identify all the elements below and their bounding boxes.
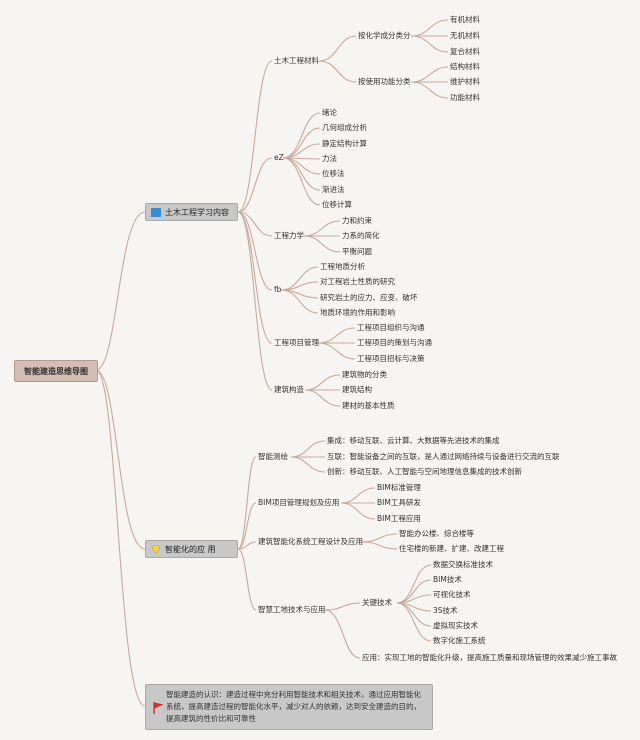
- leaf-item[interactable]: 数字化施工系统: [433, 636, 486, 645]
- leaf-item[interactable]: 无机材料: [450, 31, 480, 40]
- branch-project-mgmt[interactable]: 工程项目管理: [274, 338, 319, 347]
- leaf-item[interactable]: 可视化技术: [433, 590, 471, 599]
- branch-ez[interactable]: eZ: [274, 153, 284, 162]
- leaf-item[interactable]: 建筑结构: [342, 385, 372, 394]
- leaf-item[interactable]: 数据交换标准技术: [433, 560, 493, 569]
- blue-flag-icon: [151, 207, 161, 217]
- leaf-item[interactable]: 几何组成分析: [322, 123, 367, 132]
- leaf-item[interactable]: 地质环境的作用和影响: [320, 308, 395, 317]
- root-topic[interactable]: 智能建造思维导图: [14, 360, 98, 382]
- leaf-item[interactable]: 智能办公楼、综合楼等: [399, 529, 474, 538]
- leaf-item[interactable]: 工程项目组织与沟通: [357, 323, 425, 332]
- leaf-item[interactable]: 平衡问题: [342, 247, 372, 256]
- branch-bim[interactable]: BIM项目管理规划及应用: [258, 498, 340, 507]
- leaf-item[interactable]: 位移计算: [322, 200, 352, 209]
- leaf-item[interactable]: BIM工具研发: [377, 498, 421, 507]
- topic-smart-application[interactable]: 智能化的应 用: [145, 540, 238, 558]
- leaf-item[interactable]: 结构材料: [450, 62, 480, 71]
- leaf-item[interactable]: 对工程岩土性质的研究: [320, 277, 395, 286]
- red-flag-icon: [153, 702, 164, 714]
- topic-civil-label: 土木工程学习内容: [165, 207, 229, 217]
- leaf-item[interactable]: 建材的基本性质: [342, 401, 395, 410]
- leaf-item[interactable]: 工程项目招标与决策: [357, 354, 425, 363]
- leaf-item[interactable]: BIM标准管理: [377, 483, 421, 492]
- leaf-item[interactable]: BIM技术: [433, 575, 462, 584]
- branch-fb[interactable]: fb: [274, 285, 282, 294]
- leaf-item[interactable]: 建筑物的分类: [342, 370, 387, 379]
- yellow-diamond-icon: [151, 544, 161, 554]
- topic-summary[interactable]: 智能建造的认识：建造过程中充分利用智能技术和相关技术，通过应用智能化系统，提高建…: [145, 684, 433, 730]
- branch-construction[interactable]: 建筑构造: [274, 385, 304, 394]
- leaf-item[interactable]: 3S技术: [433, 606, 458, 615]
- branch-by-func[interactable]: 按使用功能分类: [358, 77, 411, 86]
- leaf-item[interactable]: 虚拟现实技术: [433, 621, 478, 630]
- leaf-item[interactable]: 位移法: [322, 169, 345, 178]
- branch-materials[interactable]: 土木工程材料: [274, 56, 319, 65]
- leaf-item[interactable]: 住宅楼的新建、扩建、改建工程: [399, 544, 504, 553]
- branch-key-tech[interactable]: 关键技术: [362, 598, 392, 607]
- leaf-item[interactable]: 力和约束: [342, 216, 372, 225]
- branch-smart-survey[interactable]: 智能测绘: [258, 452, 288, 461]
- leaf-item[interactable]: 力法: [322, 154, 337, 163]
- leaf-item[interactable]: 工程项目的策划与沟通: [357, 338, 432, 347]
- leaf-item[interactable]: 工程地质分析: [320, 262, 365, 271]
- leaf-item[interactable]: 研究岩土的应力、应变、破坏: [320, 293, 418, 302]
- branch-mechanics[interactable]: 工程力学: [274, 231, 304, 240]
- leaf-item[interactable]: 力系的简化: [342, 231, 380, 240]
- topic-civil-study[interactable]: 土木工程学习内容: [145, 203, 238, 221]
- leaf-item[interactable]: 静定结构计算: [322, 139, 367, 148]
- root-label: 智能建造思维导图: [24, 366, 88, 376]
- leaf-item[interactable]: 互联：智能设备之间的互联，是人通过网络持续与设备进行交流的互联: [327, 452, 560, 461]
- leaf-item[interactable]: 维护材料: [450, 77, 480, 86]
- leaf-item[interactable]: 功能材料: [450, 93, 480, 102]
- leaf-item[interactable]: 渐进法: [322, 185, 345, 194]
- topic-smart-label: 智能化的应 用: [165, 544, 216, 554]
- leaf-item[interactable]: 集成：移动互联、云计算、大数据等先进技术的集成: [327, 436, 500, 445]
- branch-smart-site[interactable]: 智慧工地技术与应用: [258, 605, 326, 614]
- leaf-item[interactable]: 创新：移动互联、人工智能与空间地理信息集成的技术创新: [327, 467, 522, 476]
- branch-building-intelligence[interactable]: 建筑智能化系统工程设计及应用: [258, 537, 363, 546]
- leaf-item[interactable]: 复合材料: [450, 47, 480, 56]
- leaf-site-application[interactable]: 应用：实现工地的智能化升级，提高施工质量和现场管理的效果减少施工事故: [362, 653, 617, 662]
- branch-by-chem[interactable]: 按化学成分类分: [358, 31, 411, 40]
- leaf-item[interactable]: 绪论: [322, 108, 337, 117]
- summary-text: 智能建造的认识：建造过程中充分利用智能技术和相关技术，通过应用智能化系统，提高建…: [166, 690, 421, 723]
- leaf-item[interactable]: 有机材料: [450, 15, 480, 24]
- leaf-item[interactable]: BIM工程应用: [377, 514, 421, 523]
